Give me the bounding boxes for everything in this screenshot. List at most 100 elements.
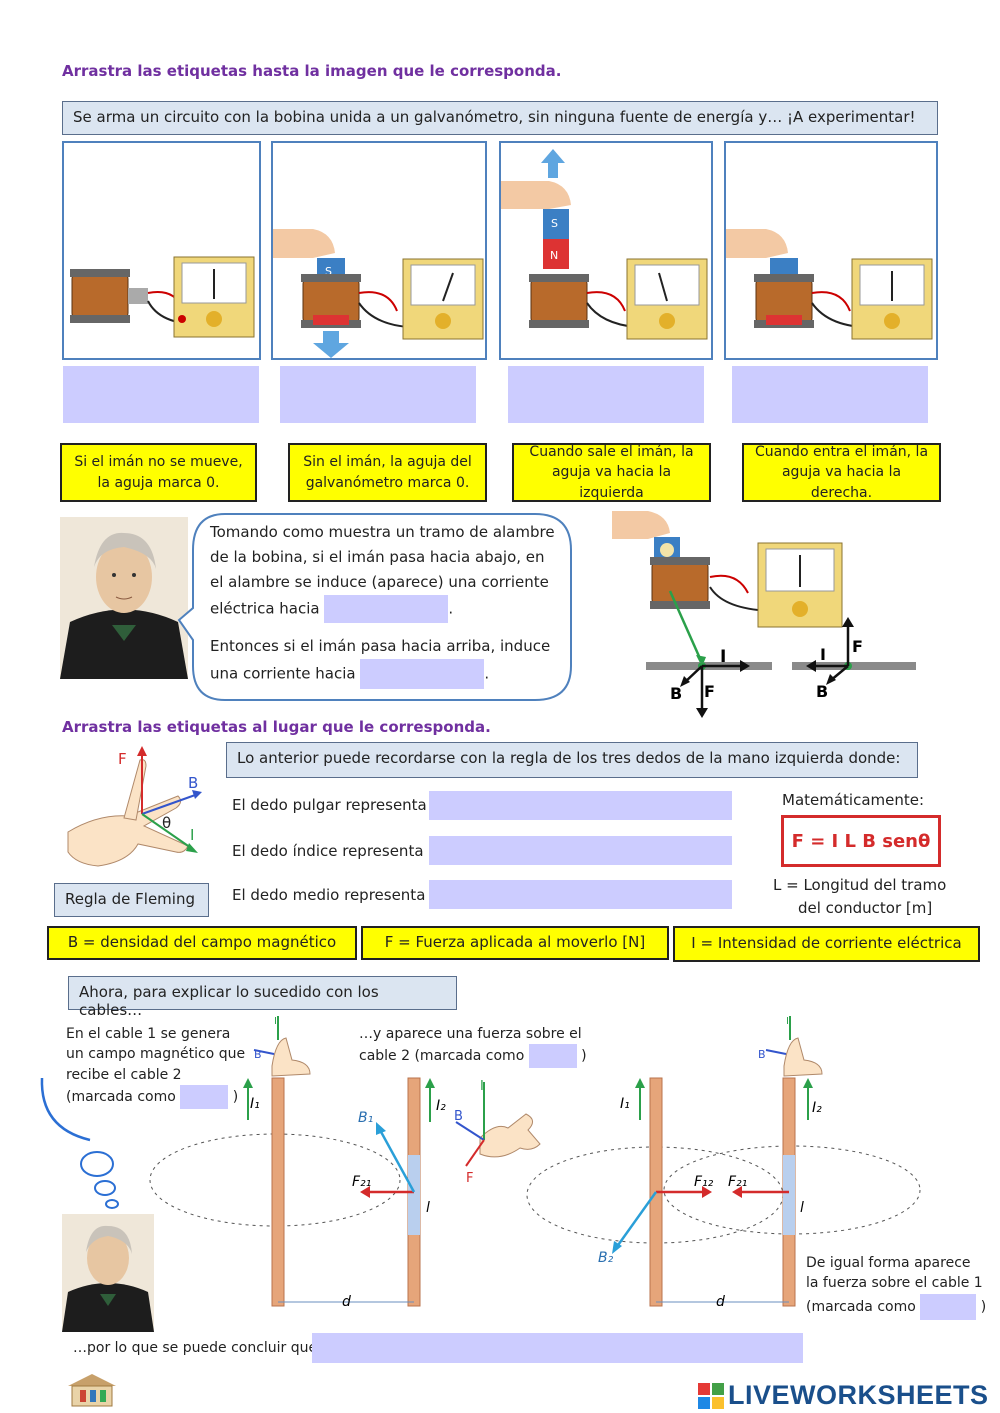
drag-label-f[interactable]: F = Fuerza aplicada al moverlo [N] xyxy=(361,926,669,960)
section1-heading: Arrastra las etiquetas hasta la imagen q… xyxy=(62,62,562,80)
same-close-paren: ) xyxy=(980,1298,987,1315)
thumb2-b: B xyxy=(758,1048,766,1061)
experiment-panel-2: S xyxy=(271,141,487,360)
force-line-2: cable 2 (marcada como xyxy=(359,1048,525,1065)
dropzone-panel-1[interactable] xyxy=(63,366,259,423)
wire-force-diagram: I B F I F B xyxy=(612,511,916,718)
label-d-right: d xyxy=(716,1294,725,1310)
cable1-line-4: (marcada como xyxy=(66,1088,176,1105)
label-l-left: l xyxy=(426,1200,430,1216)
label-b2: B₂ xyxy=(598,1250,614,1266)
magnet-n-label: N xyxy=(550,249,558,262)
index-text: El dedo índice representa xyxy=(232,842,424,860)
dropzone-cable1-force[interactable] xyxy=(920,1293,977,1320)
label-i2-right: I₂ xyxy=(812,1100,822,1116)
speech-period-2: . xyxy=(484,664,490,683)
cable1-text: En el cable 1 se genera un campo magnéti… xyxy=(66,1024,245,1109)
hand-theta-label: θ xyxy=(162,814,171,832)
experiment-panel-4 xyxy=(724,141,938,360)
label-b1: B₁ xyxy=(358,1110,373,1126)
hand2-b: B xyxy=(454,1109,463,1124)
wire2-f-label: F xyxy=(852,637,863,656)
liveworksheets-icon xyxy=(698,1382,724,1409)
thumb1-i: I xyxy=(274,1016,277,1027)
drag-label-no-magnet[interactable]: Sin el imán, la aguja del galvanómetro m… xyxy=(288,443,487,502)
speech-paragraph-1: Tomando como muestra un tramo de alambre… xyxy=(210,520,558,623)
faraday-portrait xyxy=(60,517,188,679)
wire1-i-label: I xyxy=(720,647,726,667)
same-line-1: De igual forma aparece xyxy=(806,1255,971,1271)
dropzone-middle[interactable] xyxy=(429,880,732,909)
force-close-paren: ) xyxy=(581,1048,587,1065)
dropzone-current-down[interactable] xyxy=(324,595,449,623)
fleming-hand-diagram: F B I θ xyxy=(67,746,202,867)
force-cable2-text: …y aparece una fuerza sobre el cable 2 (… xyxy=(359,1024,587,1069)
label-f21-left: F₂₁ xyxy=(352,1174,371,1190)
dropzone-cable1-field[interactable] xyxy=(180,1084,229,1109)
section3-intro: Ahora, para explicar lo sucedido con los… xyxy=(68,976,457,1019)
school-logo xyxy=(68,1374,116,1407)
dropzone-current-up[interactable] xyxy=(360,659,485,689)
liveworksheets-logo: LIVEWORKSHEETS xyxy=(698,1380,989,1411)
speech-paragraph-2: Entonces si el imán pasa hacia arriba, i… xyxy=(210,634,558,689)
magnet-s-label-2: S xyxy=(551,217,558,230)
length-note-2: del conductor [m] xyxy=(798,899,933,917)
same-force-text: De igual forma aparece la fuerza sobre e… xyxy=(806,1253,986,1320)
fleming-rule-label: Regla de Fleming xyxy=(54,883,209,917)
magnet-s-label: S xyxy=(325,265,332,278)
dropzone-index[interactable] xyxy=(429,836,732,865)
wire1-b-label: B xyxy=(670,684,682,703)
cable1-line-3: recibe el cable 2 xyxy=(66,1066,182,1083)
speech-text-2: Entonces si el imán pasa hacia arriba, i… xyxy=(210,637,551,683)
faraday-portrait-small xyxy=(62,1214,154,1332)
liveworksheets-text: LIVEWORKSHEETS xyxy=(728,1380,989,1410)
math-label: Matemáticamente: xyxy=(782,791,925,809)
dropzone-panel-3[interactable] xyxy=(508,366,704,423)
drag-label-magnet-out[interactable]: Cuando sale el imán, la aguja va hacia l… xyxy=(512,443,711,502)
parallel-cables-diagram: I B I B F I₁ I₂ B₁ F₂₁ l d I B I₁ I₂ F₁₂… xyxy=(149,1016,921,1310)
label-l-right: l xyxy=(800,1200,804,1216)
hand-f-label: F xyxy=(118,750,127,768)
drag-label-b[interactable]: B = densidad del campo magnético xyxy=(47,926,357,960)
label-i1-left: I₁ xyxy=(250,1096,260,1112)
wire2-b-label: B xyxy=(816,682,828,701)
drag-label-still[interactable]: Si el imán no se mueve, la aguja marca 0… xyxy=(60,443,257,502)
drag-label-i[interactable]: I = Intensidad de corriente eléctrica xyxy=(673,926,980,962)
label-i1-right: I₁ xyxy=(620,1096,630,1112)
thought-bubbles xyxy=(40,1077,119,1209)
dropzone-cable2-force[interactable] xyxy=(528,1044,577,1069)
thumb-text: El dedo pulgar representa xyxy=(232,796,427,814)
same-line-3: (marcada como xyxy=(806,1298,916,1315)
same-line-2: la fuerza sobre el cable 1 xyxy=(806,1275,983,1292)
force-line-1: …y aparece una fuerza sobre el xyxy=(359,1026,582,1042)
label-f21-right: F₂₁ xyxy=(728,1174,747,1190)
dropzone-conclusion[interactable] xyxy=(312,1333,803,1363)
section2-heading: Arrastra las etiquetas al lugar que le c… xyxy=(62,718,491,736)
experiment-panel-3: S N xyxy=(499,141,713,360)
speech-text-1: Tomando como muestra un tramo de alambre… xyxy=(210,523,555,618)
hand-i-label: I xyxy=(190,826,194,844)
hand2-i: I xyxy=(480,1079,484,1094)
label-i2-left: I₂ xyxy=(436,1098,446,1114)
experiment-panel-1 xyxy=(62,141,261,360)
label-f12: F₁₂ xyxy=(694,1174,714,1190)
rule-box: Lo anterior puede recordarse con la regl… xyxy=(226,742,918,778)
label-d-left: d xyxy=(342,1294,351,1310)
conclude-text: …por lo que se puede concluir que xyxy=(73,1340,318,1356)
hand2-f: F xyxy=(466,1171,473,1186)
dropzone-panel-4[interactable] xyxy=(732,366,928,423)
thumb2-i: I xyxy=(786,1016,789,1027)
formula-box: F = I L B senθ xyxy=(781,815,941,867)
dropzone-panel-2[interactable] xyxy=(280,366,476,423)
section1-intro: Se arma un circuito con la bobina unida … xyxy=(62,101,938,135)
dropzone-thumb[interactable] xyxy=(429,791,732,820)
cable1-close-paren: ) xyxy=(232,1088,239,1105)
length-note-1: L = Longitud del tramo xyxy=(773,876,947,894)
drag-label-magnet-in[interactable]: Cuando entra el imán, la aguja va hacia … xyxy=(742,443,941,502)
thumb1-b: B xyxy=(254,1048,262,1061)
hand-b-label: B xyxy=(188,774,198,792)
cable1-line-2: un campo magnético que xyxy=(66,1046,246,1063)
wire1-f-label: F xyxy=(704,682,715,701)
cable1-line-1: En el cable 1 se genera xyxy=(66,1026,231,1042)
wire2-i-label: I xyxy=(820,645,826,664)
